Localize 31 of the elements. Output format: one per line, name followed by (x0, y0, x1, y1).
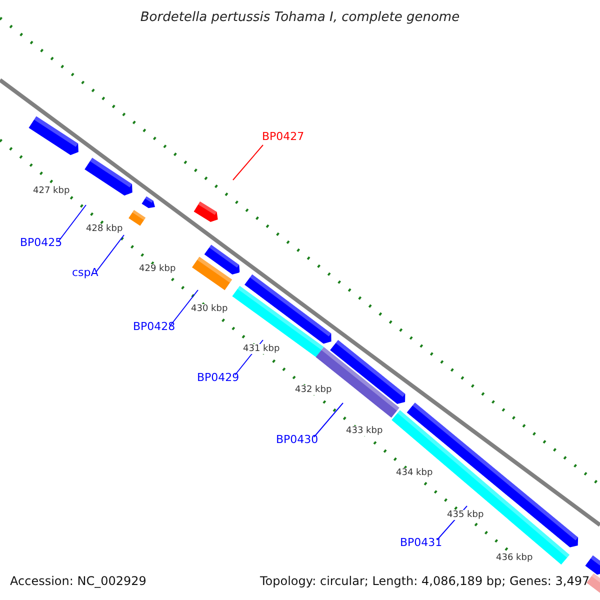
gene-feature-bar (142, 196, 158, 211)
tick-label: 428 kbp (86, 224, 123, 234)
tick-label: 432 kbp (295, 385, 332, 395)
gene-label: cspA (72, 266, 98, 279)
title: Bordetella pertussis Tohama I, complete genome (139, 10, 461, 25)
info-text: Topology: circular; Length: 4,086,189 bp; Genes: 3,497 (260, 574, 590, 588)
gene-label: BP0425 (20, 236, 62, 249)
gene-feature-bar (316, 346, 400, 418)
leader-line (96, 234, 124, 272)
tick-label: 433 kbp (346, 426, 383, 436)
gene-label: BP0430 (276, 433, 318, 446)
gene-feature-bar (392, 410, 570, 565)
tick-label: 430 kbp (191, 304, 228, 314)
tick-label: 435 kbp (447, 510, 484, 520)
info-text: Accession: NC_002929 (10, 574, 146, 588)
gene-label: BP0427 (262, 130, 304, 143)
tick-label: 434 kbp (396, 468, 433, 478)
leader-line (314, 402, 344, 438)
gene-feature-bar (192, 256, 233, 290)
gene-label: BP0431 (400, 536, 442, 549)
leader-line (58, 204, 86, 242)
gene-feature-bar (232, 286, 324, 358)
tick-label: 431 kbp (243, 344, 280, 354)
leader-line (232, 144, 264, 180)
tick-label: 429 kbp (139, 264, 176, 274)
gene-feature-bar (128, 210, 146, 226)
leader-line (170, 290, 198, 326)
gene-label: BP0429 (197, 371, 240, 384)
tick-label: 427 kbp (33, 186, 70, 196)
gene-label: BP0428 (133, 320, 176, 333)
tick-label: 436 kbp (496, 553, 533, 563)
